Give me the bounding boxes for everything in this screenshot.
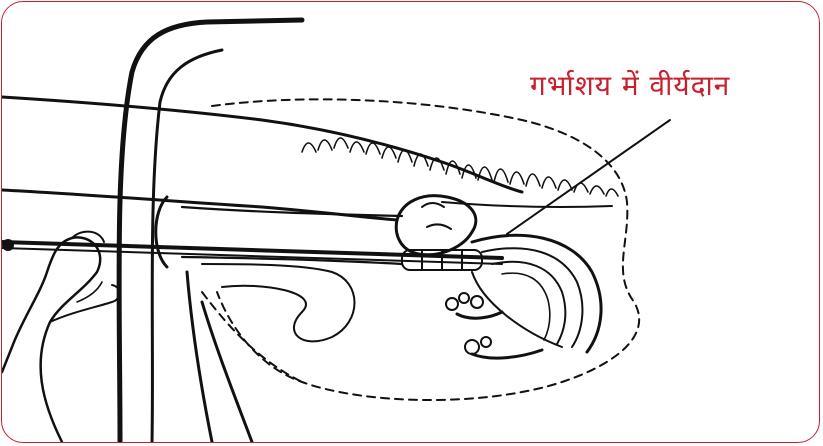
bladder [202,264,355,341]
abdomen-dashed-outline [202,292,302,382]
operator-arm-lower [2,190,397,220]
caption-label: गर्भाशय में वीर्यदान [530,66,730,104]
gun-plunger [2,239,14,251]
operator-arm-upper [2,97,522,192]
vulva [156,197,167,267]
caption-leader-line [507,120,670,234]
operator-left-hand [2,237,100,442]
tail-contour [119,20,302,442]
leg-front [187,272,212,442]
leg-back [202,302,252,442]
uterine-horn [472,272,562,347]
ovaries [446,293,542,358]
